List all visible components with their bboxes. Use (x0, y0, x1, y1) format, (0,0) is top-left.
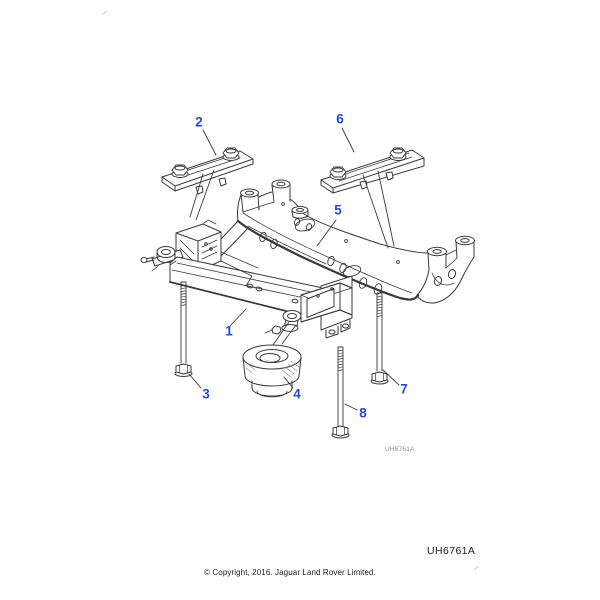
registration-mark-bottom-right (474, 566, 479, 570)
leader-2 (202, 129, 217, 156)
leader-6b (362, 170, 395, 249)
diagram-code-large: UH6761A (427, 545, 476, 557)
callout-2[interactable]: 2 (195, 114, 203, 130)
callout-7[interactable]: 7 (400, 381, 408, 397)
leader-4b (272, 321, 297, 346)
leader-5 (316, 219, 337, 247)
mounting-bushing (242, 344, 302, 398)
leader-2b (189, 169, 215, 221)
copyright-note: © Copyright, 2016. Jaguar Land Rover Lim… (204, 568, 376, 577)
bolt-threads (337, 349, 344, 371)
callout-8[interactable]: 8 (359, 405, 367, 421)
leader-7 (382, 369, 400, 386)
subframe-right-bracket (416, 256, 475, 304)
lower-crossmember-beam (140, 219, 353, 339)
beam-lower-bushing (264, 310, 302, 335)
callout-5[interactable]: 5 (334, 202, 342, 218)
beam-box-bracket (300, 282, 353, 323)
subframe-holes (259, 202, 400, 295)
hex-bolt-icon (389, 147, 407, 161)
bolt-threads (376, 295, 383, 317)
subframe-left-mount-towers (240, 179, 291, 213)
leader-6 (341, 127, 355, 153)
leader-lines (188, 127, 400, 411)
leader-4 (283, 376, 294, 389)
subframe-centre-boss (291, 206, 309, 219)
bolt-8 (331, 346, 350, 439)
hex-bolt-icon (171, 164, 189, 178)
bolt-7 (370, 292, 389, 385)
bushing-hatching (245, 360, 300, 378)
callout-3[interactable]: 3 (202, 386, 210, 402)
hex-bolt-icon (222, 147, 240, 161)
beam-left-bushing (140, 246, 184, 272)
leader-1 (229, 308, 247, 327)
bolt-3 (174, 281, 193, 377)
subframe-crossmember (203, 179, 475, 304)
bolt-threads (180, 284, 187, 306)
registration-mark-top-left (102, 11, 107, 15)
hex-bolt-icon (329, 166, 347, 180)
callout-1[interactable]: 1 (225, 323, 233, 339)
leader-8 (344, 403, 358, 411)
subframe-right-mount-towers (427, 235, 475, 271)
callout-6[interactable]: 6 (336, 111, 344, 127)
retainer-plate-left (161, 147, 254, 195)
retainer-plate-right (320, 147, 425, 194)
leader-3 (188, 373, 202, 389)
callout-4[interactable]: 4 (293, 386, 301, 402)
diagram-code-small: UH6761A (385, 446, 415, 453)
